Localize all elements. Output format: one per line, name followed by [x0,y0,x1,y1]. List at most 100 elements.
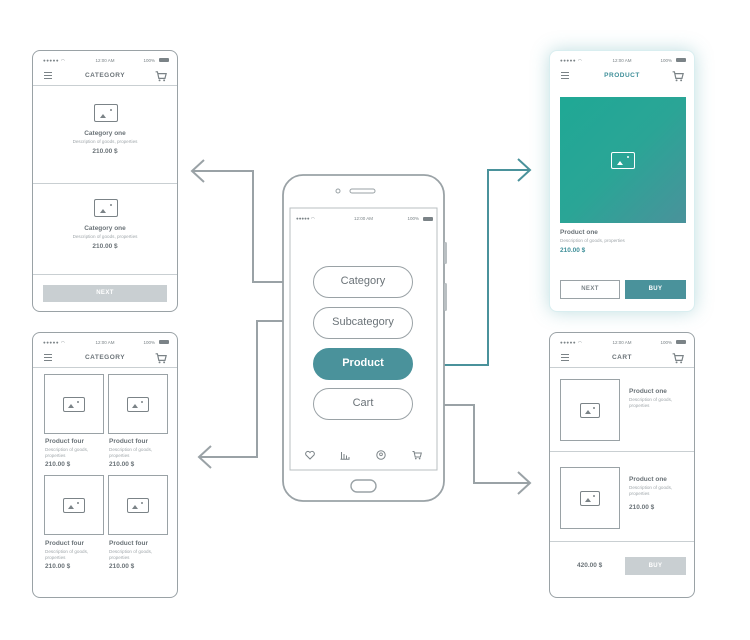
menu-category-button[interactable]: Category [313,266,413,298]
item-description: Description of goods, properties [45,447,89,458]
item-name: Product one [629,476,667,483]
image-placeholder-icon [580,491,600,506]
product-image [560,97,686,223]
battery-icon [676,58,686,62]
arrow-to-product [424,158,532,366]
signal-indicator: ●●●●● ◠ [560,340,583,345]
item-price: 210.00 $ [109,563,135,570]
status-battery: 100% [660,58,672,63]
hamburger-menu-icon[interactable] [44,72,52,79]
page-title: CART [611,354,633,361]
page-title: PRODUCT [604,72,640,79]
item-description: Description of goods, properties [45,549,89,560]
status-bar: ●●●●● ◠ 12:00 AM 100% [33,57,177,65]
item-price: 210.00 $ [629,504,655,511]
buy-button[interactable]: BUY [625,557,686,575]
status-time: 12:00 AM [353,216,373,221]
status-time: 12:00 AM [95,340,115,345]
image-placeholder-icon [63,498,85,513]
battery-icon [159,58,169,62]
product-thumbnail [44,374,104,434]
hamburger-menu-icon[interactable] [44,354,52,361]
item-description: Description of goods, properties [629,397,673,408]
cart-screen: ●●●●● ◠ 12:00 AM 100% CART Product one D… [549,332,695,598]
image-placeholder-icon [127,498,149,513]
menu-cart-button[interactable]: Cart [313,388,413,420]
item-name: Category one [84,130,126,137]
image-placeholder-icon [63,397,85,412]
signal-indicator: ●●●●● ◠ [296,216,315,221]
status-battery: 100% [407,216,419,221]
status-battery: 100% [660,340,672,345]
center-status-bar: ●●●●● ◠ 12:00 AM 100% [290,216,437,224]
item-name: Product four [45,540,84,547]
next-button[interactable]: NEXT [43,285,167,302]
chart-bars-icon[interactable] [340,450,350,460]
product-thumbnail [560,379,620,441]
item-description: Description of goods, properties [72,234,138,239]
product-thumbnail [108,374,168,434]
cart-icon[interactable] [672,352,684,364]
item-description: Description of goods, properties [109,447,153,458]
status-time: 12:00 AM [612,340,632,345]
arrow-to-cart [424,404,532,495]
product-thumbnail [108,475,168,535]
item-description: Description of goods, properties [72,139,138,144]
item-price: 210.00 $ [109,461,135,468]
top-bar: CART [550,351,694,367]
status-battery: 100% [143,340,155,345]
status-time: 12:00 AM [95,58,115,63]
menu-subcategory-button[interactable]: Subcategory [313,307,413,339]
category-screen: ●●●●● ◠ 12:00 AM 100% CATEGORY Category … [32,50,178,312]
signal-indicator: ●●●●● ◠ [560,58,583,63]
item-description: Description of goods, properties [109,549,153,560]
buy-button[interactable]: BUY [625,280,686,299]
status-bar: ●●●●● ◠ 12:00 AM 100% [33,339,177,347]
item-name: Product four [109,438,148,445]
top-bar: CATEGORY [33,351,177,367]
cart-icon[interactable] [155,70,167,82]
battery-icon [676,340,686,344]
arrow-to-subcategory [197,320,303,469]
item-price: 210.00 $ [45,461,71,468]
cart-icon[interactable] [672,70,684,82]
item-name: Product four [45,438,84,445]
image-placeholder-icon [94,104,118,122]
item-price: 210.00 $ [45,563,71,570]
image-placeholder-icon [611,152,635,169]
cart-total: 420.00 $ [577,562,603,569]
product-thumbnail [44,475,104,535]
image-placeholder-icon [94,199,118,217]
heart-icon[interactable] [305,450,315,460]
image-placeholder-icon [580,403,600,418]
battery-icon [159,340,169,344]
arrow-to-category [190,159,303,283]
menu-product-button[interactable]: Product [313,348,413,380]
product-price: 210.00 $ [560,247,586,254]
top-bar: PRODUCT [550,69,694,85]
top-bar: CATEGORY [33,69,177,85]
status-bar: ●●●●● ◠ 12:00 AM 100% [550,57,694,65]
status-battery: 100% [143,58,155,63]
next-button[interactable]: NEXT [560,280,620,299]
item-price: 210.00 $ [92,243,118,250]
product-screen: ●●●●● ◠ 12:00 AM 100% PRODUCT Product on… [549,50,695,312]
page-title: CATEGORY [84,72,126,79]
cart-icon[interactable] [155,352,167,364]
profile-icon[interactable] [376,450,386,460]
image-placeholder-icon [127,397,149,412]
item-name: Category one [84,225,126,232]
item-name: Product four [109,540,148,547]
signal-indicator: ●●●●● ◠ [43,58,66,63]
signal-indicator: ●●●●● ◠ [43,340,66,345]
hamburger-menu-icon[interactable] [561,72,569,79]
cart-icon[interactable] [412,450,422,460]
hamburger-menu-icon[interactable] [561,354,569,361]
product-thumbnail [560,467,620,529]
page-title: CATEGORY [84,354,126,361]
status-time: 12:00 AM [612,58,632,63]
battery-icon [423,217,433,221]
status-bar: ●●●●● ◠ 12:00 AM 100% [550,339,694,347]
product-description: Description of goods, properties [560,238,625,243]
item-price: 210.00 $ [92,148,118,155]
